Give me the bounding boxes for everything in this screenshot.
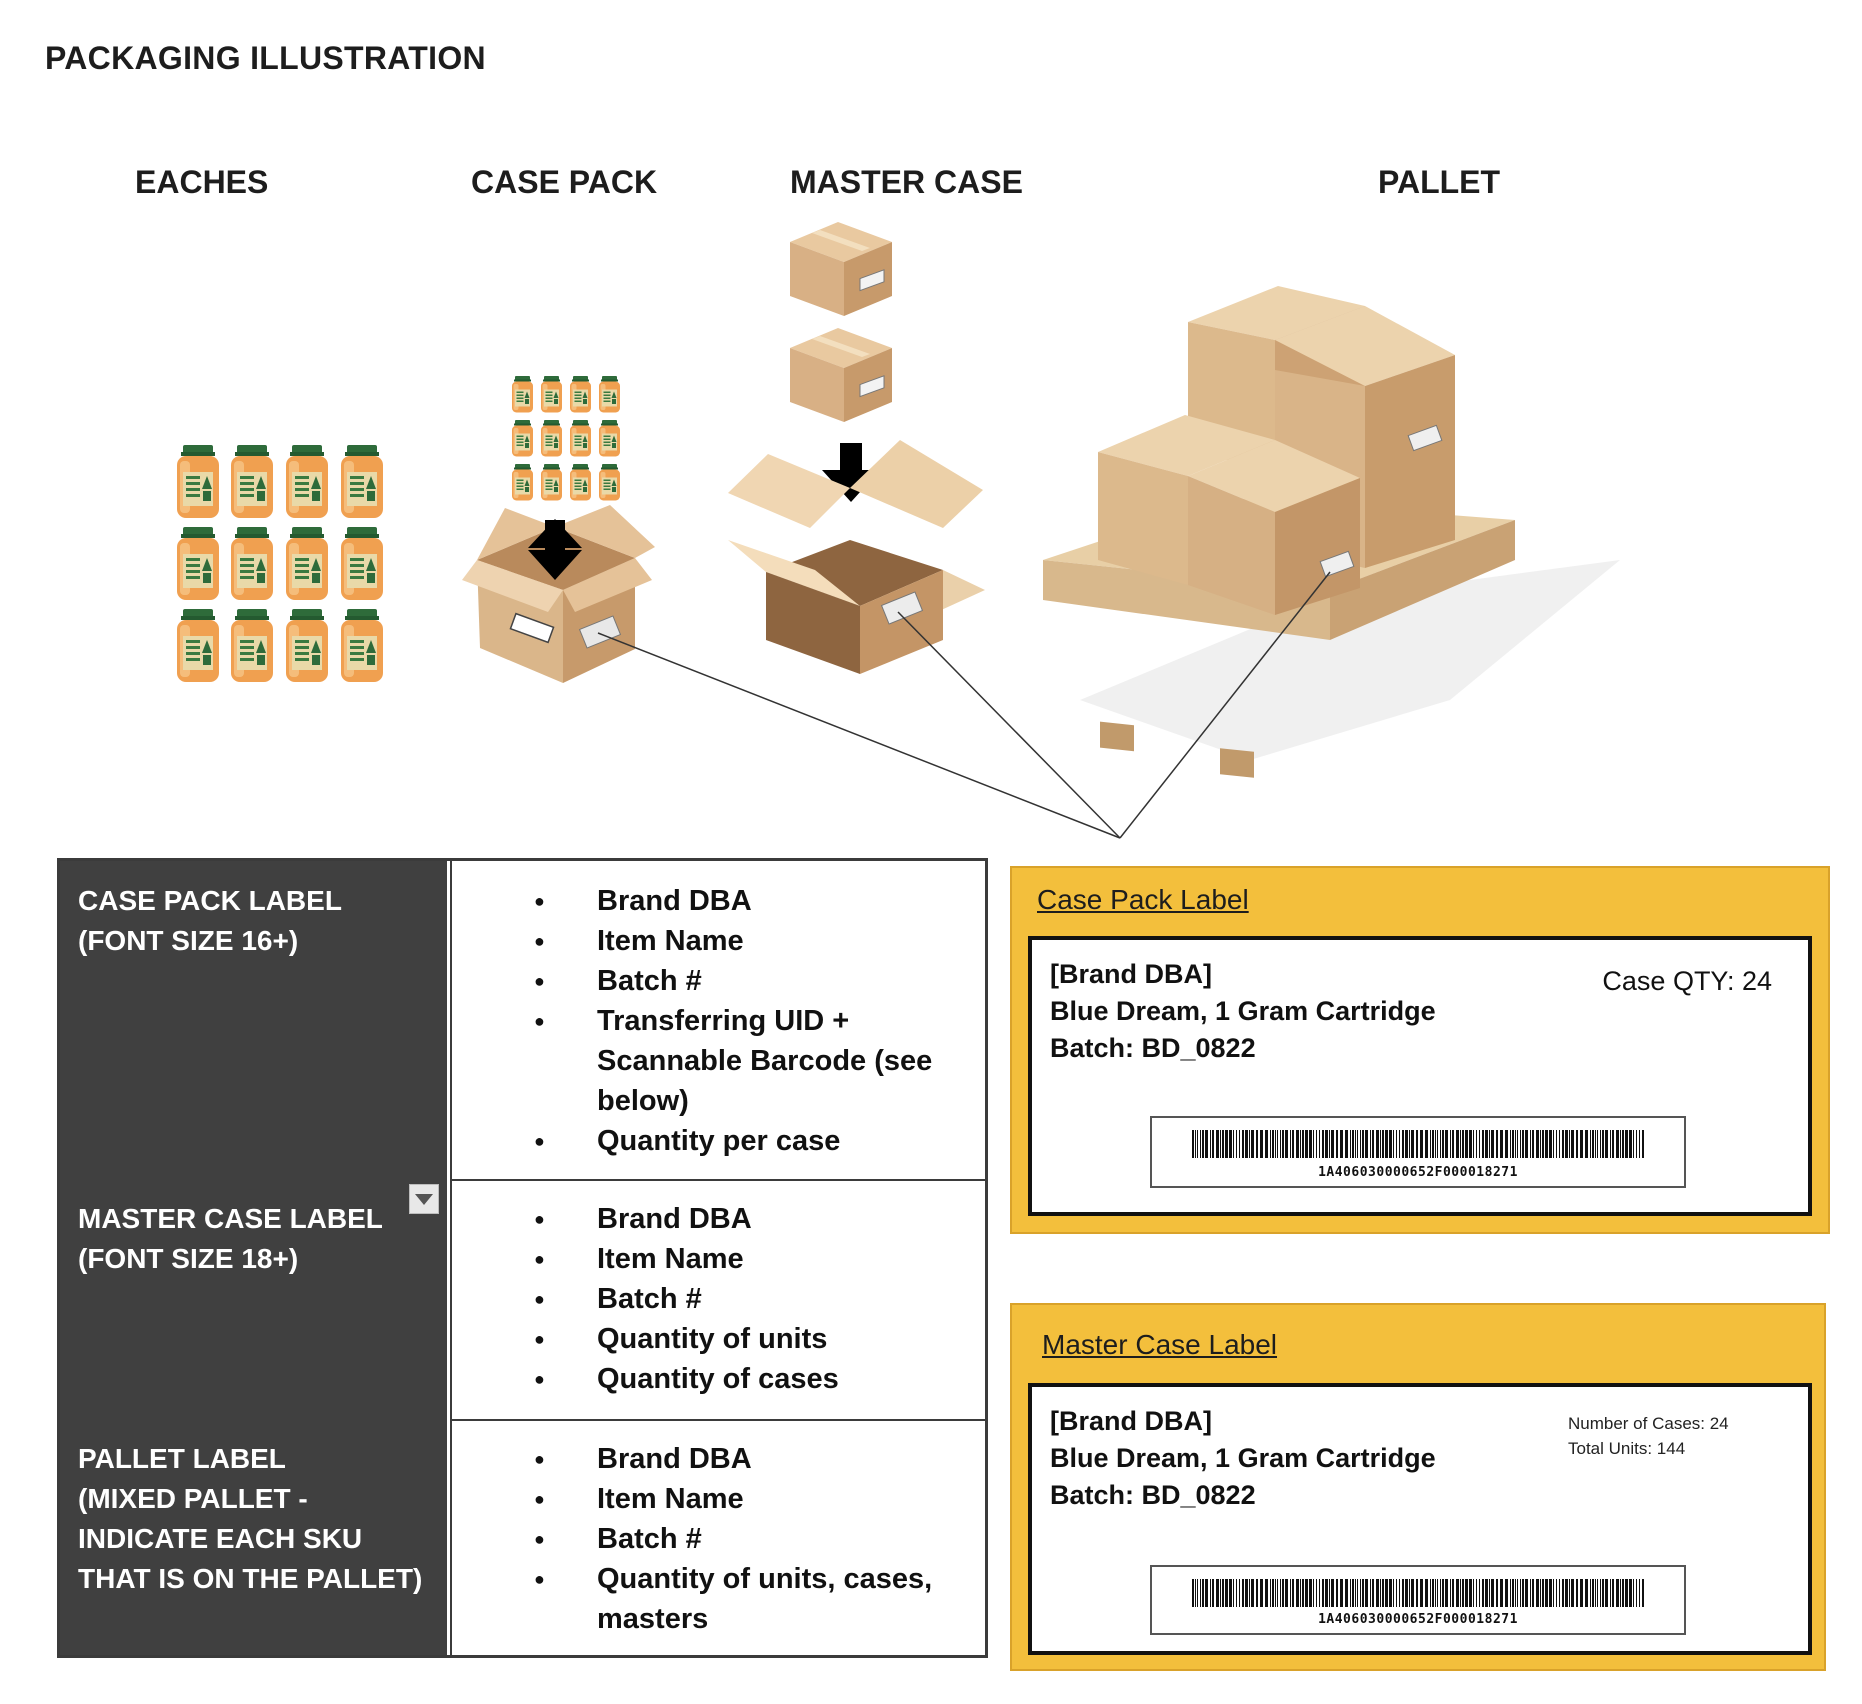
- barcode-bars: [1192, 1579, 1644, 1607]
- list-item: Brand DBA: [452, 881, 985, 921]
- master-case-label-title: Master Case Label: [1042, 1329, 1278, 1360]
- list-item: Brand DBA: [452, 1199, 985, 1239]
- requirements-label-column: CASE PACK LABEL (FONT SIZE 16+) MASTER C…: [60, 861, 447, 1655]
- chevron-down-icon[interactable]: [409, 1184, 439, 1214]
- list-item: Batch #: [452, 1279, 985, 1319]
- list-item: Quantity per case: [452, 1121, 985, 1161]
- requirements-items-column: Brand DBA Item Name Batch # Transferring…: [450, 861, 985, 1655]
- pallet-icon: [1043, 286, 1620, 778]
- master-case-label-card: Master Case Label [Brand DBA] Blue Dream…: [1010, 1303, 1826, 1671]
- case-qty-text: Case QTY: 24: [1602, 966, 1772, 996]
- heading-eaches: EACHES: [135, 164, 269, 200]
- list-item: Quantity of units, cases, masters: [452, 1559, 985, 1639]
- list-item: Quantity of cases: [452, 1359, 985, 1399]
- jar-icon: [177, 445, 383, 682]
- heading-case-pack: CASE PACK: [471, 164, 658, 200]
- case-pack-label-card: Case Pack Label [Brand DBA] Blue Dream, …: [1010, 866, 1830, 1234]
- heading-pallet: PALLET: [1378, 164, 1501, 200]
- packaging-illustration: [177, 221, 1620, 839]
- barcode: 1A406030000652F000018271: [1150, 1565, 1686, 1635]
- row-divider: [452, 1179, 985, 1181]
- pallet-label-heading: PALLET LABEL (MIXED PALLET - INDICATE EA…: [78, 1443, 423, 1594]
- down-arrow-icon: [528, 520, 582, 580]
- label-text: [Brand DBA] Blue Dream, 1 Gram Cartridge…: [1050, 1403, 1436, 1514]
- batch-text: Batch: BD_0822: [1050, 1033, 1256, 1063]
- number-of-cases-text: Number of Cases: 24: [1568, 1414, 1729, 1433]
- total-units-text: Total Units: 144: [1568, 1439, 1686, 1458]
- open-box-icon: [728, 440, 985, 674]
- connector-lines: [597, 571, 1331, 839]
- heading-master-case: MASTER CASE: [790, 164, 1023, 200]
- case-pack-label-title: Case Pack Label: [1037, 884, 1249, 915]
- barcode-number: 1A406030000652F000018271: [1318, 1165, 1518, 1180]
- item-text: Blue Dream, 1 Gram Cartridge: [1050, 1443, 1436, 1473]
- list-item: Transferring UID + Scannable Barcode (se…: [452, 1001, 985, 1121]
- master-case-label-heading: MASTER CASE LABEL (FONT SIZE 18+): [78, 1203, 383, 1274]
- list-item: Item Name: [452, 1239, 985, 1279]
- case-pack-label-sample: [Brand DBA] Blue Dream, 1 Gram Cartridge…: [1028, 936, 1812, 1216]
- open-box-icon: [462, 505, 655, 683]
- pallet-requirements-list: Brand DBA Item Name Batch # Quantity of …: [452, 1439, 985, 1639]
- barcode: 1A406030000652F000018271: [1150, 1116, 1686, 1188]
- brand-text: [Brand DBA]: [1050, 959, 1212, 989]
- list-item: Item Name: [452, 921, 985, 961]
- brand-text: [Brand DBA]: [1050, 1406, 1212, 1436]
- item-text: Blue Dream, 1 Gram Cartridge: [1050, 996, 1436, 1026]
- batch-text: Batch: BD_0822: [1050, 1480, 1256, 1510]
- quantity-text: Number of Cases: 24 Total Units: 144: [1568, 1411, 1729, 1461]
- list-item: Batch #: [452, 961, 985, 1001]
- case-pack-label-heading: CASE PACK LABEL (FONT SIZE 16+): [78, 885, 342, 956]
- barcode-number: 1A406030000652F000018271: [1318, 1612, 1518, 1627]
- list-item: Quantity of units: [452, 1319, 985, 1359]
- master-case-label-sample: [Brand DBA] Blue Dream, 1 Gram Cartridge…: [1028, 1383, 1812, 1655]
- row-divider: [452, 1419, 985, 1421]
- label-text: [Brand DBA] Blue Dream, 1 Gram Cartridge…: [1050, 956, 1436, 1067]
- label-requirements-table: CASE PACK LABEL (FONT SIZE 16+) MASTER C…: [57, 858, 988, 1658]
- list-item: Brand DBA: [452, 1439, 985, 1479]
- list-item: Item Name: [452, 1479, 985, 1519]
- master-case-requirements-list: Brand DBA Item Name Batch # Quantity of …: [452, 1199, 985, 1399]
- jar-small-icon: [512, 376, 620, 501]
- page-title: PACKAGING ILLUSTRATION: [45, 40, 486, 76]
- list-item: Batch #: [452, 1519, 985, 1559]
- case-pack-requirements-list: Brand DBA Item Name Batch # Transferring…: [452, 881, 985, 1161]
- barcode-bars: [1192, 1130, 1644, 1158]
- closed-box-icon: [789, 221, 893, 423]
